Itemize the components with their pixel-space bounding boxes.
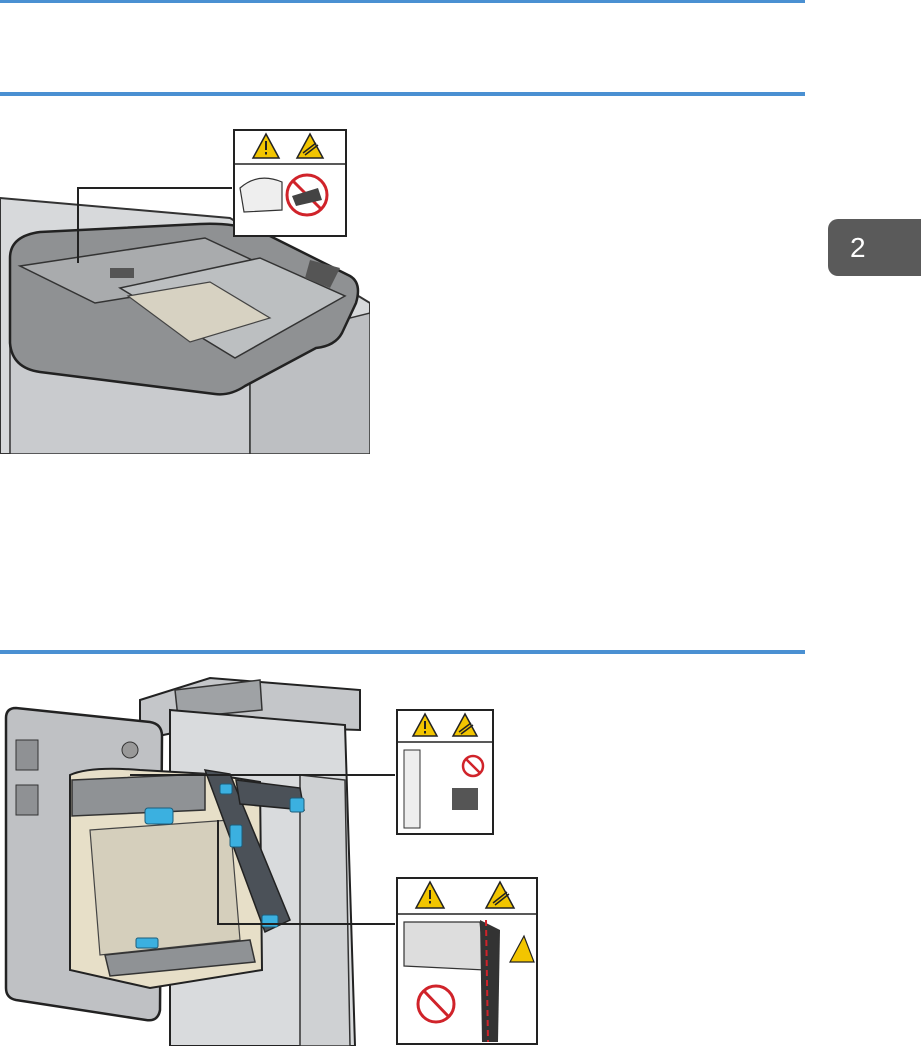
section-rule-1 [0, 92, 805, 96]
chapter-tab[interactable]: 2 [828, 219, 921, 276]
finisher-illustration [0, 670, 540, 1046]
adf-illustration [0, 128, 370, 454]
section-rule-2 [0, 650, 805, 654]
top-rule [0, 0, 805, 3]
